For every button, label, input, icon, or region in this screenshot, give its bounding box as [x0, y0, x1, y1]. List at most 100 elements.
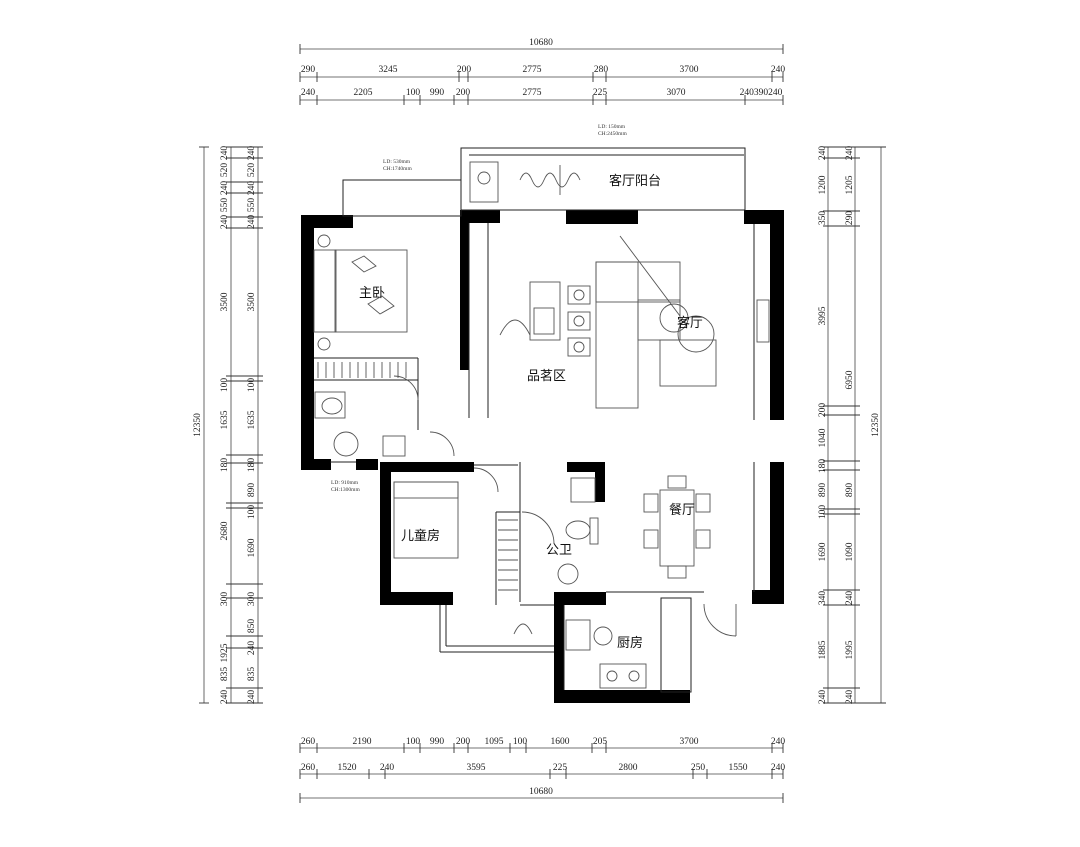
- dim-right-7: 890: [818, 483, 828, 498]
- dim-right2-5: 1090: [845, 542, 855, 561]
- dim-top2-7: 3070: [667, 88, 686, 98]
- thin-walls: [314, 147, 755, 693]
- dim-left2-6: 100: [247, 378, 257, 393]
- label-living-room: 客厅: [677, 315, 703, 331]
- window-notes: LD: 150mm CH:2450mm LD: 530mm CH:1740mm …: [331, 124, 627, 493]
- total-width-bottom: 10680: [529, 787, 553, 797]
- dim-bot1-2: 100: [406, 737, 421, 747]
- dim-top2-0: 240: [301, 88, 316, 98]
- dim-right-0: 240: [818, 146, 828, 161]
- dim-top1-3: 2775: [523, 65, 542, 75]
- total-height-left: 12350: [193, 413, 203, 437]
- dim-left-7: 1635: [220, 410, 230, 429]
- dim-left-0: 240: [220, 146, 230, 161]
- dim-bot2-3: 3595: [467, 763, 486, 773]
- dim-bot1-5: 1095: [485, 737, 504, 747]
- total-width-top: 10680: [529, 38, 553, 48]
- furniture: [313, 161, 770, 689]
- dim-right-11: 1885: [818, 640, 828, 659]
- dim-left2-5: 3500: [247, 292, 257, 311]
- dim-left2-14: 240: [247, 641, 257, 656]
- dim-left2-15: 835: [247, 667, 257, 682]
- dim-right-8: 100: [818, 505, 828, 520]
- dim-right-10: 340: [818, 591, 828, 606]
- dim-bot1-10: 240: [771, 737, 786, 747]
- dim-bot1-3: 990: [430, 737, 445, 747]
- dim-bot2-0: 260: [301, 763, 316, 773]
- dim-right-4: 200: [818, 403, 828, 418]
- right-dimensions: 240 1200 350 3995 200 1040 180 890 100 1…: [818, 146, 886, 705]
- dim-top2-3: 990: [430, 88, 445, 98]
- dim-bot1-8: 205: [593, 737, 608, 747]
- dim-left2-0: 240: [247, 146, 257, 161]
- label-master-bedroom: 主卧: [359, 286, 385, 301]
- bottom-dimensions: 260 2190 100 990 200 1095 100 1600 205 3…: [299, 737, 786, 803]
- note-balcony-ld: LD: 150mm: [598, 124, 626, 130]
- dim-left-10: 300: [220, 592, 230, 607]
- dim-right2-4: 890: [845, 483, 855, 498]
- dim-left-13: 240: [220, 690, 230, 705]
- dim-right-9: 1690: [818, 542, 828, 561]
- dim-right-5: 1040: [818, 428, 828, 447]
- note-kids-ch: CH:1300mm: [331, 487, 360, 493]
- dim-left-6: 100: [220, 378, 230, 393]
- total-height-right: 12350: [871, 413, 881, 437]
- dim-top2-1: 2205: [354, 88, 373, 98]
- dim-left-4: 240: [220, 215, 230, 230]
- dim-right-12: 240: [818, 690, 828, 705]
- dim-left-1: 520: [220, 163, 230, 178]
- dim-bot1-6: 100: [513, 737, 528, 747]
- note-kids-ld: LD: 910mm: [331, 480, 359, 486]
- label-public-bath: 公卫: [546, 543, 572, 558]
- dim-top2-2: 100: [406, 88, 421, 98]
- walls: [301, 210, 784, 703]
- dim-left-8: 180: [220, 458, 230, 473]
- dim-left2-4: 240: [247, 215, 257, 230]
- dim-top2-6: 225: [593, 88, 608, 98]
- dim-left-9: 2680: [220, 521, 230, 540]
- dim-right-6: 180: [818, 459, 828, 474]
- doors: [393, 375, 737, 637]
- label-tea-area: 品茗区: [527, 369, 566, 384]
- label-kitchen: 厨房: [617, 635, 643, 651]
- dim-bot2-8: 240: [771, 763, 786, 773]
- dim-bot1-0: 260: [301, 737, 316, 747]
- dim-left2-8: 180: [247, 458, 257, 473]
- note-bedroom-ld: LD: 530mm: [383, 159, 411, 165]
- dim-left-5: 3500: [220, 292, 230, 311]
- dim-left2-7: 1635: [247, 410, 257, 429]
- dim-right2-3: 6950: [845, 370, 855, 389]
- dim-left2-16: 240: [247, 690, 257, 705]
- dim-right-2: 350: [818, 211, 828, 226]
- dim-top1-1: 3245: [379, 65, 398, 75]
- dim-left2-3: 550: [247, 198, 257, 213]
- dim-right2-2: 290: [845, 211, 855, 226]
- dim-left2-11: 1690: [247, 538, 257, 557]
- dim-left2-1: 520: [247, 163, 257, 178]
- top-dimensions: 10680 290 3245 200 2775 280 3700 240 240…: [299, 38, 786, 105]
- dim-top1-6: 240: [771, 65, 786, 75]
- dim-bot1-9: 3700: [680, 737, 699, 747]
- dim-left-2: 240: [220, 181, 230, 196]
- dim-top2-8: 240390240: [740, 88, 783, 98]
- dim-left2-12: 300: [247, 592, 257, 607]
- dim-top1-0: 290: [301, 65, 316, 75]
- dim-bot1-1: 2190: [353, 737, 372, 747]
- dim-left-12: 835: [220, 667, 230, 682]
- dim-bot2-4: 225: [553, 763, 568, 773]
- dim-bot2-2: 240: [380, 763, 395, 773]
- dim-right-3: 3995: [818, 306, 828, 325]
- left-dimensions: 12350 240 520 240 550 240 3500 100 1635 …: [193, 146, 263, 705]
- dim-left-11: 1925: [220, 643, 230, 662]
- dim-bot2-5: 2800: [619, 763, 638, 773]
- dim-bot2-7: 1550: [729, 763, 748, 773]
- dim-top1-5: 3700: [680, 65, 699, 75]
- label-kids-room: 儿童房: [401, 528, 440, 544]
- label-dining: 餐厅: [669, 502, 695, 518]
- room-labels: 客厅阳台 主卧 客厅 品茗区 餐厅 儿童房 公卫 厨房: [359, 173, 703, 651]
- dim-left-3: 550: [220, 198, 230, 213]
- dim-right2-8: 1995: [845, 640, 855, 659]
- dim-top1-4: 280: [594, 65, 609, 75]
- note-bedroom-ch: CH:1740mm: [383, 166, 412, 172]
